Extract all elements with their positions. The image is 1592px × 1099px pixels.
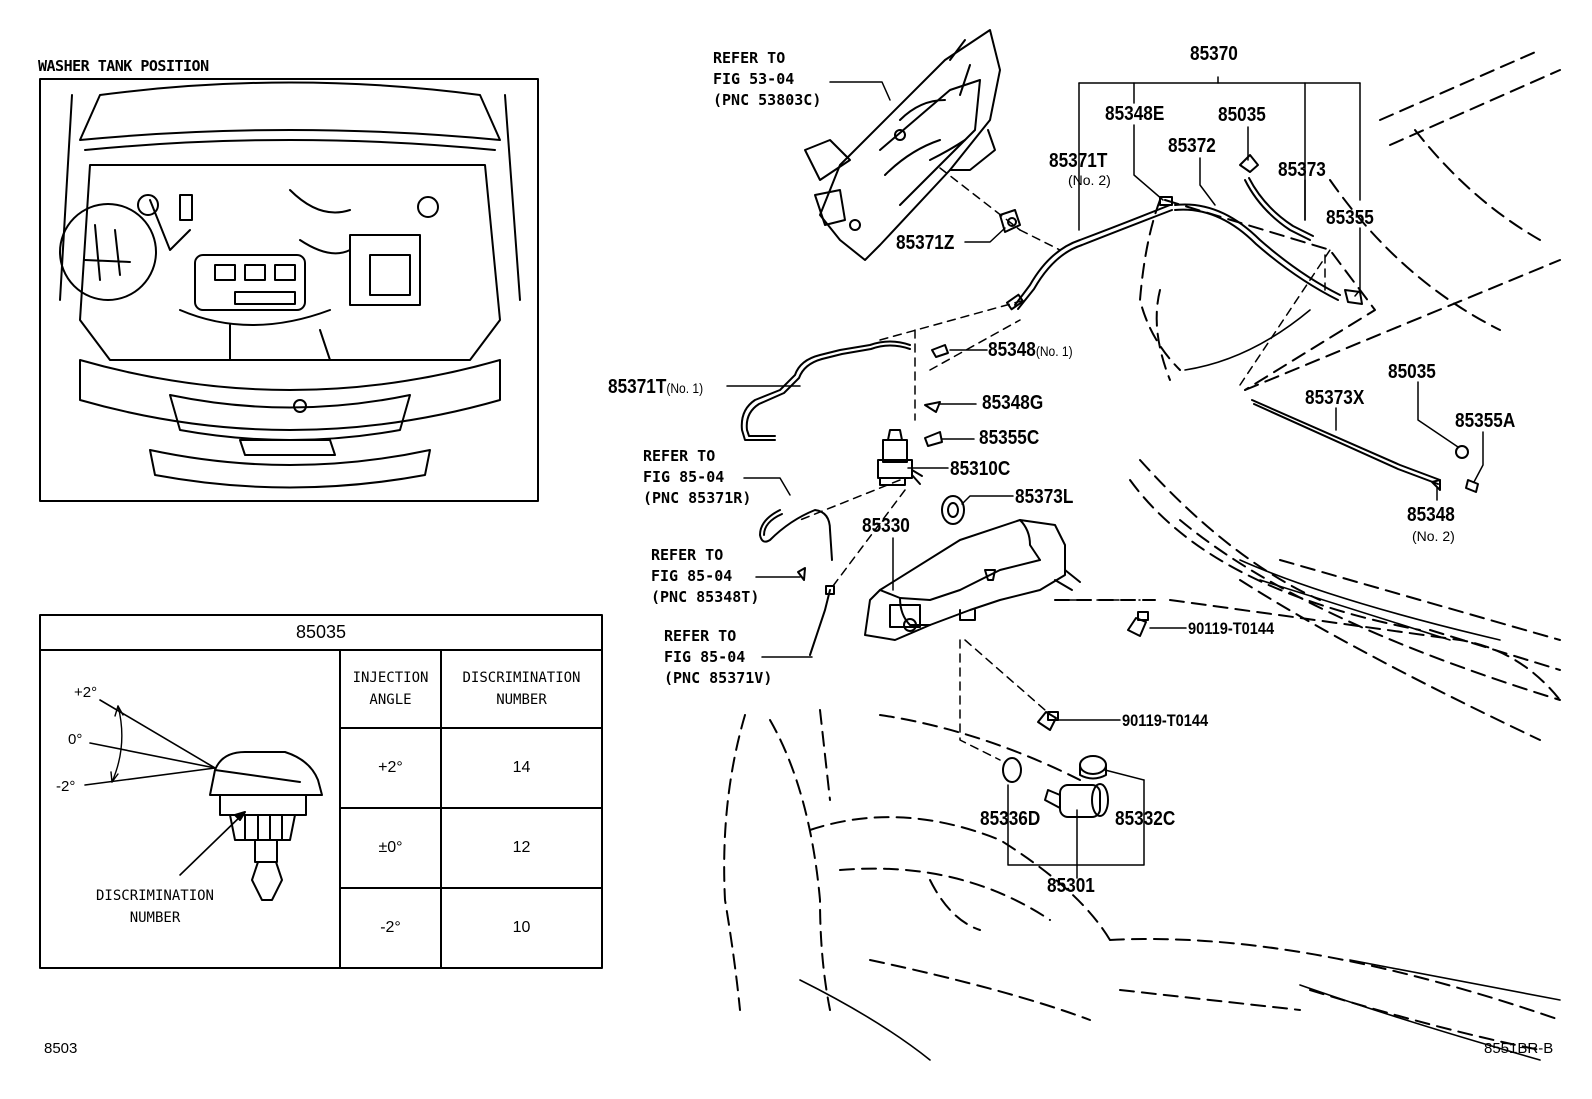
part-85355A-joint [1465, 479, 1479, 493]
part-85336D-gasket [1002, 757, 1022, 783]
leader-lines [726, 76, 1484, 879]
table-row-angle: +2° [378, 759, 403, 776]
refer-85348T [797, 567, 806, 581]
callout-90119-T0144-b: 90119-T0144 [1122, 711, 1209, 730]
callout-85035-top: 85035 [1218, 104, 1266, 126]
part-85373L-grommet [941, 495, 965, 525]
body-lines [799, 309, 1561, 1061]
table-row-angle: ±0° [378, 839, 403, 856]
table-row-number: 10 [512, 919, 531, 936]
callout-90119-T0144-a: 90119-T0144 [1188, 619, 1275, 638]
callout-85371Z: 85371Z [896, 232, 955, 254]
part-85371T-no2-hose [1005, 196, 1173, 311]
callout-85371T-no2-sub: (No. 2) [1068, 172, 1111, 188]
part-85348G [924, 401, 941, 413]
inset-title: WASHER TANK POSITION [38, 57, 209, 75]
callout-85348-no1: 85348(No. 1) [988, 339, 1073, 361]
part-85355C [924, 431, 943, 447]
callout-85310C: 85310C [950, 458, 1011, 480]
nozzle-drawing [84, 699, 323, 901]
callout-85330: 85330 [862, 515, 910, 537]
callout-85355: 85355 [1326, 207, 1374, 229]
part-85373X-hose [1251, 399, 1441, 485]
part-85301-motor [1044, 783, 1109, 818]
part-85035-nozzle-lower [1455, 445, 1469, 459]
figure-code-left: 8503 [44, 1040, 78, 1057]
callout-85301: 85301 [1047, 875, 1095, 897]
part-85371Z-clip [999, 209, 1021, 233]
body-bracket-part [804, 29, 1001, 261]
angle-label-zero: 0° [68, 731, 83, 748]
refer-fig-85-04-85371V: REFER TO FIG 85-04 (PNC 85371V) [664, 627, 773, 687]
angle-label-plus: +2° [74, 684, 98, 701]
part-85372-hose [1174, 203, 1341, 301]
part-85371T-no1-hose [740, 340, 911, 441]
figure-code-right: 8551BR-B [1484, 1040, 1554, 1057]
callout-85348-no1-sub: (No. 1) [1035, 343, 1073, 359]
refer-fig-85-04-85371R: REFER TO FIG 85-04 (PNC 85371R) [643, 447, 752, 507]
callout-85370: 85370 [1190, 43, 1238, 65]
callout-85348E: 85348E [1105, 103, 1165, 125]
table-row-number: 12 [512, 839, 531, 856]
callout-85371T-no1-sub: (No. 1) [666, 380, 704, 396]
part-85348-no2 [1431, 479, 1441, 491]
vehicle-outline [723, 49, 1561, 1051]
assembly-guides [799, 167, 1331, 761]
callout-85371T-no2: 85371T [1049, 150, 1108, 172]
table-header-discrimination-number: DISCRIMINATION NUMBER [462, 670, 581, 708]
part-85035-nozzle-top [1239, 154, 1259, 173]
part-85373-hose [1244, 177, 1314, 241]
callout-85348-no2-sub: (No. 2) [1412, 528, 1455, 544]
refer-fig-85-04-85348T: REFER TO FIG 85-04 (PNC 85348T) [651, 546, 760, 606]
part-85348-no1 [931, 344, 949, 358]
part-90119-bolt-b [1037, 711, 1059, 731]
callout-85035-lower: 85035 [1388, 361, 1436, 383]
part-85355-joint [1344, 289, 1363, 305]
callout-85372: 85372 [1168, 135, 1216, 157]
callout-85348G: 85348G [982, 392, 1044, 414]
callout-85336D: 85336D [980, 808, 1041, 830]
callout-85355A: 85355A [1455, 410, 1516, 432]
part-85310C-pump [877, 429, 923, 486]
part-85332C-cap [1079, 755, 1107, 780]
angle-label-minus: -2° [56, 778, 76, 795]
refer-85371R-hose [759, 509, 833, 561]
table-row-number: 14 [512, 759, 531, 776]
table-row-angle: -2° [380, 919, 401, 936]
callout-85348-no2: 85348 [1407, 504, 1455, 526]
callout-85373L: 85373L [1015, 486, 1074, 508]
callout-85373: 85373 [1278, 159, 1326, 181]
table-part-number: 85035 [295, 622, 347, 642]
callout-85373X: 85373X [1305, 387, 1365, 409]
callout-85332C: 85332C [1115, 808, 1176, 830]
table-header-injection-angle: INJECTION ANGLE [352, 670, 429, 708]
refer-85371V-hose [809, 585, 835, 656]
part-90119-bolt-a [1127, 611, 1149, 637]
inset-engine-bay [39, 78, 539, 502]
callout-85371T-no1: 85371T(No. 1) [608, 376, 704, 398]
callout-85355C: 85355C [979, 427, 1040, 449]
nozzle-table-frame [39, 614, 603, 969]
refer-fig-53-04: REFER TO FIG 53-04 (PNC 53803C) [713, 49, 822, 109]
discrimination-number-label: DISCRIMINATION NUMBER [95, 888, 214, 926]
part-85330-washer-tank [864, 519, 1081, 641]
